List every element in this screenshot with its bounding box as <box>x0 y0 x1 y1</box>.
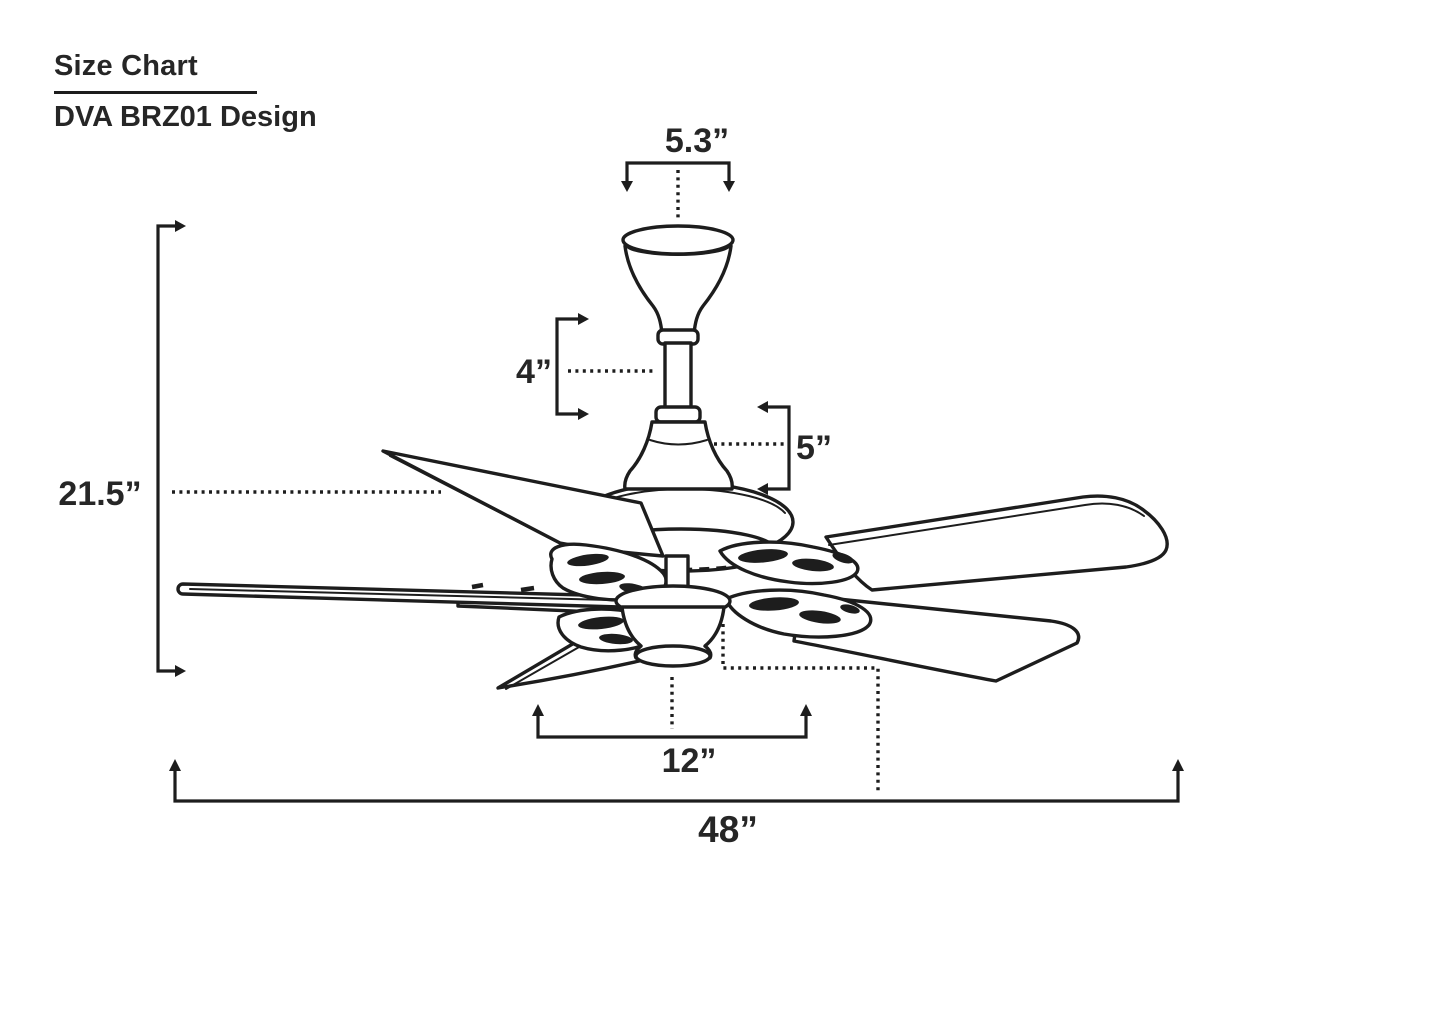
motor-coupling <box>623 420 734 491</box>
light-kit-width-label: 12” <box>662 742 717 780</box>
chart-header: Size Chart DVA BRZ01 Design <box>54 50 317 134</box>
arrow-down-icon <box>723 181 735 192</box>
arrow-left-icon <box>757 483 768 495</box>
dimension-overall-height: 21.5” <box>58 220 441 677</box>
arrow-up-icon <box>1172 759 1184 771</box>
overall-height-label: 21.5” <box>58 475 141 513</box>
product-name: DVA BRZ01 Design <box>54 101 317 133</box>
arrow-up-icon <box>169 759 181 771</box>
arrow-left-icon <box>757 401 768 413</box>
fan-blade-upper-left <box>381 449 665 558</box>
downrod <box>654 341 702 424</box>
ceiling-canopy <box>621 224 735 346</box>
blade-iron-right-upper <box>718 540 860 586</box>
arrow-right-icon <box>578 313 589 325</box>
fan-blade-upper-right <box>824 494 1169 592</box>
arrow-right-icon <box>175 220 186 232</box>
arrow-down-icon <box>621 181 633 192</box>
page-title: Size Chart <box>54 50 257 94</box>
dimension-downrod-length: 4” <box>516 313 656 420</box>
downrod-length-label: 4” <box>516 353 552 391</box>
dimension-light-kit-width: 12” <box>532 677 812 780</box>
blade-iron-right-lower <box>724 588 873 639</box>
arrow-right-icon <box>175 665 186 677</box>
dimension-canopy-width: 5.3” <box>621 122 735 221</box>
blade-sweep-label: 48” <box>698 809 758 850</box>
ceiling-fan-illustration <box>176 224 1169 690</box>
arrow-up-icon <box>800 704 812 716</box>
dimension-blade-sweep: 48” <box>169 624 1184 850</box>
canopy-width-label: 5.3” <box>665 122 729 160</box>
light-kit <box>614 554 732 668</box>
motor-height-label: 5” <box>796 429 832 467</box>
arrow-right-icon <box>578 408 589 420</box>
arrow-up-icon <box>532 704 544 716</box>
dimension-motor-height: 5” <box>714 401 832 495</box>
